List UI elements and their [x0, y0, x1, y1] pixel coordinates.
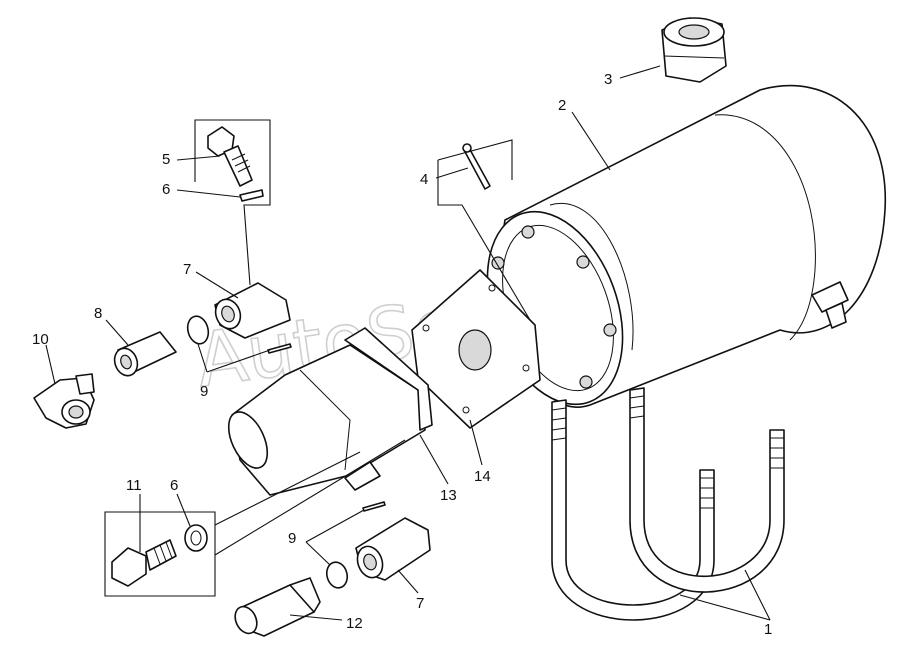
box-leader-top — [214, 451, 361, 526]
part-9-upper-oring — [186, 315, 292, 354]
callout-6-lower: 6 — [170, 477, 178, 494]
callout-1: 1 — [764, 621, 772, 638]
callout-9-upper: 9 — [200, 383, 208, 400]
part-1-u-bolts — [551, 387, 785, 621]
part-10-elbow — [33, 373, 95, 429]
part-12-fitting — [234, 577, 321, 637]
part-4-cotter-pin — [462, 143, 491, 190]
callout-labels: 1 2 3 4 5 6 7 8 9 10 11 6 9 7 12 13 14 — [32, 71, 772, 638]
callout-10: 10 — [32, 331, 49, 348]
part-3-nut — [661, 17, 727, 83]
callout-11: 11 — [126, 477, 142, 494]
callout-7-upper: 7 — [183, 261, 191, 278]
parts-5-6-box — [194, 119, 271, 286]
callout-9-lower: 9 — [288, 530, 296, 547]
part-4-box-top — [437, 139, 513, 180]
part-7-lower-fitting — [355, 517, 431, 581]
callout-13: 13 — [440, 487, 457, 504]
leader-lines — [45, 65, 771, 621]
part-11-bolt — [111, 539, 177, 587]
parts-11-6-box — [104, 511, 216, 597]
callout-6-upper: 6 — [162, 181, 170, 198]
part-14-flange-plate — [411, 269, 541, 429]
callout-14: 14 — [474, 468, 491, 485]
callout-7-lower: 7 — [416, 595, 424, 612]
callout-12: 12 — [346, 615, 363, 632]
part-6-upper-washer — [239, 189, 264, 202]
callout-2: 2 — [558, 97, 566, 114]
callout-8: 8 — [94, 305, 102, 322]
part-5-bolt — [207, 126, 253, 187]
part-8-sleeve — [113, 331, 177, 377]
part-4-leader-box — [437, 160, 531, 321]
part-6-lower-washer — [184, 524, 208, 552]
part-7-upper-fitting — [214, 282, 291, 339]
callout-3: 3 — [604, 71, 612, 88]
callout-4: 4 — [420, 171, 428, 188]
part-9-lower-oring — [325, 501, 386, 589]
box-leader-bottom — [214, 439, 406, 556]
callout-5: 5 — [162, 151, 170, 168]
